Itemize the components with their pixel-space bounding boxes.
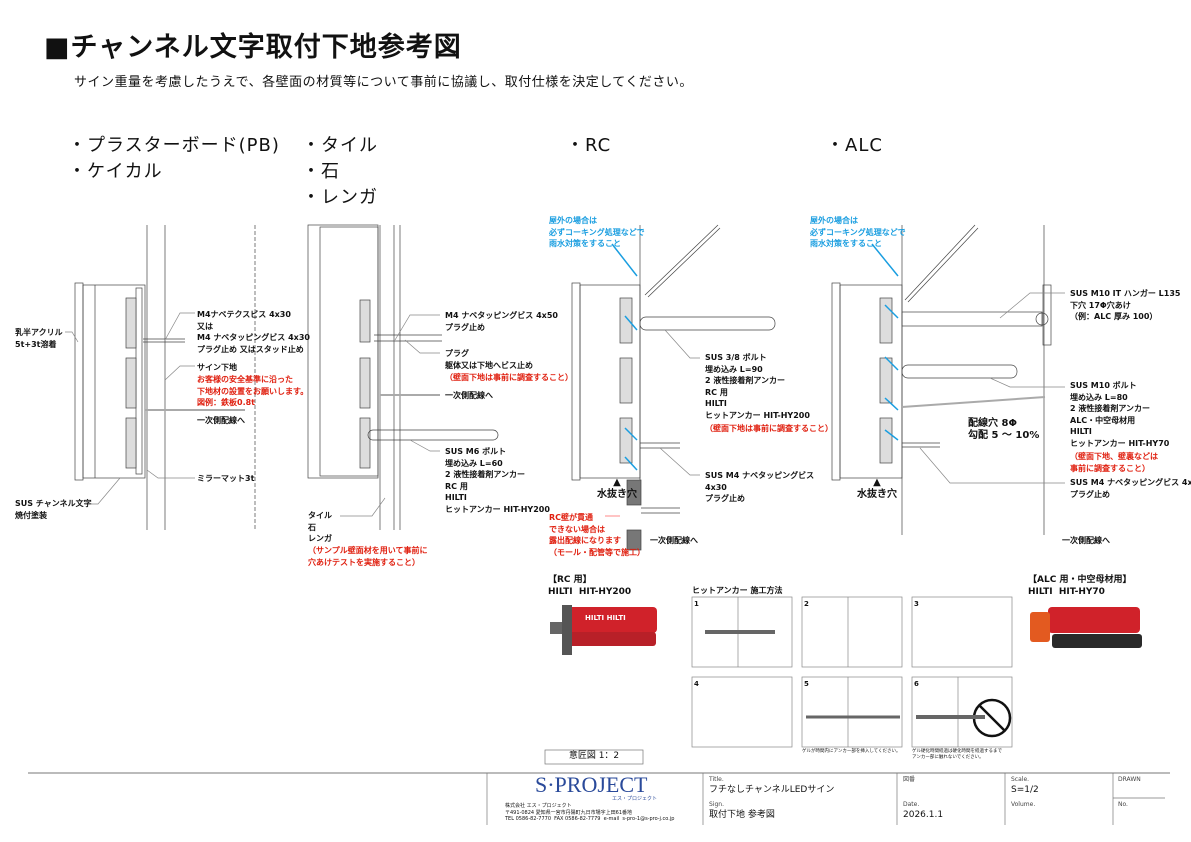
scale-box-label: 意匠図 1：2 bbox=[568, 751, 620, 761]
rc-bolt-note: （壁面下地は事前に調査すること） bbox=[705, 424, 833, 433]
base-note: お客様の安全基準に沿った 下地材の設置をお願いします。 図例：鉄板0.8t bbox=[197, 375, 309, 407]
category-pb: ・プラスターボード(PB) bbox=[68, 135, 280, 156]
hy200-product-image bbox=[550, 605, 657, 655]
mirror-mat-label: ミラーマット3t bbox=[197, 474, 255, 483]
pb-section-drawing bbox=[65, 225, 256, 530]
sign-label: Sign. bbox=[709, 801, 724, 808]
date-value: 2026.1.1 bbox=[903, 810, 944, 820]
category-rc: ・RC bbox=[566, 135, 612, 156]
pb-wiring-label: 一次側配線へ bbox=[197, 416, 245, 425]
wiring-hole-label: 配線穴 8Φ 勾配 5 ～ 10% bbox=[968, 418, 1040, 441]
method-title: ヒットアンカー 施工方法 bbox=[692, 586, 783, 595]
step-5-caption: ゲルが時間内にアンカー部を挿入してください。 bbox=[802, 749, 901, 754]
scale-label: Scale. bbox=[1011, 776, 1030, 783]
no-label: No. bbox=[1118, 801, 1128, 808]
hilti-brand-text: HILTI HILTI bbox=[585, 614, 626, 622]
tile-bolt-label: SUS M6 ボルト 埋め込み L=60 2 液性接着剤アンカー RC 用 HI… bbox=[445, 447, 550, 514]
rc-section-drawing bbox=[571, 224, 776, 551]
tile-material-label: タイル 石 レンガ bbox=[308, 511, 332, 543]
title-label: Title. bbox=[709, 776, 724, 783]
step-6: 6 bbox=[914, 680, 919, 688]
alc-section-drawing bbox=[831, 224, 1065, 535]
step-3: 3 bbox=[914, 600, 919, 608]
category-alc: ・ALC bbox=[826, 135, 883, 156]
step-2: 2 bbox=[804, 600, 809, 608]
drawn-label: DRAWN bbox=[1118, 776, 1141, 783]
category-brick: ・レンガ bbox=[302, 187, 378, 208]
scale-value: S=1/2 bbox=[1011, 785, 1039, 795]
rc-wall-note: RC壁が貫通 できない場合は 露出配線になります （モール・配管等で施工） bbox=[549, 513, 645, 557]
tile-material-note: （サンプル壁面材を用いて事前に 穴あけテストを実施すること） bbox=[308, 546, 428, 567]
rc-product-label: 【RC 用】 HILTI HIT-HY200 bbox=[548, 575, 632, 597]
tile-section-drawing bbox=[307, 224, 499, 530]
page-subtitle: サイン重量を考慮したうえで、各壁面の材質等について事前に協議し、取付仕様を決定し… bbox=[74, 75, 693, 90]
sign-value: 取付下地 参考図 bbox=[709, 810, 775, 820]
rc-drain-label: ▲ 水抜き穴 bbox=[597, 477, 637, 500]
alc-drain-label: ▲ 水抜き穴 bbox=[857, 477, 897, 500]
title-block bbox=[28, 749, 1170, 825]
drawing-title: フチなしチャンネルLEDサイン bbox=[709, 785, 835, 795]
alc-bolt-note: （壁面下地、壁裏などは 事前に調査すること） bbox=[1070, 452, 1158, 473]
date-label: Date. bbox=[903, 801, 920, 808]
company-address: 株式会社 エス・プロジェクト 〒491-0824 愛知県一宮市丹陽町九日市場字上… bbox=[505, 803, 675, 822]
pb-screw-label: M4ナベテクスビス 4x30 又は M4 ナベタッピングビス 4x30 プラグ止… bbox=[197, 310, 310, 354]
step-5: 5 bbox=[804, 680, 809, 688]
rc-outdoor-note: 屋外の場合は 必ずコーキング処理などで 雨水対策をすること bbox=[549, 216, 645, 248]
alc-product-label: 【ALC 用・中空母材用】 HILTI HIT-HY70 bbox=[1028, 575, 1132, 597]
step-4: 4 bbox=[694, 680, 699, 688]
tile-wiring-label: 一次側配線へ bbox=[445, 391, 493, 400]
alc-wiring-label: 一次側配線へ bbox=[1062, 536, 1110, 545]
acrylic-label: 乳半アクリル 5t+3t溶着 bbox=[15, 328, 63, 349]
installation-steps bbox=[691, 596, 1013, 748]
base-label: サイン下地 bbox=[197, 363, 237, 372]
plug-note: （壁面下地は事前に調査すること） bbox=[445, 373, 573, 382]
alc-screw-label: SUS M4 ナベタッピングビス 4x30 プラグ止め bbox=[1070, 478, 1191, 499]
company-logo: S·PROJECT bbox=[535, 772, 648, 797]
hy70-product-image bbox=[1030, 607, 1142, 648]
channel-letter-label: SUS チャンネル文字 焼付塗装 bbox=[15, 499, 92, 520]
page-title: ■チャンネル文字取付下地参考図 bbox=[44, 32, 462, 63]
drawing-number-label: 図番 bbox=[903, 776, 916, 783]
step-6-caption: ゲル硬化時間経過は硬化時間を経過するまで アンカー部に触れないでください。 bbox=[912, 749, 1002, 760]
rc-screw-label: SUS M4 ナベタッピングビス 4x30 プラグ止め bbox=[705, 471, 815, 503]
company-logo-kana: エス・プロジェクト bbox=[612, 796, 658, 802]
alc-outdoor-note: 屋外の場合は 必ずコーキング処理などで 雨水対策をすること bbox=[810, 216, 906, 248]
rc-bolt-label: SUS 3/8 ボルト 埋め込み L=90 2 液性接着剤アンカー RC 用 H… bbox=[705, 353, 810, 420]
category-stone: ・石 bbox=[302, 161, 340, 182]
plug-label: プラグ 躯体又は下地へビス止め bbox=[445, 349, 533, 370]
volume-label: Volume. bbox=[1011, 801, 1036, 808]
tile-screw-label: M4 ナベタッピングビス 4x50 プラグ止め bbox=[445, 311, 558, 332]
alc-hanger-label: SUS M10 IT ハンガー L135 下穴 17Φ穴あけ （例：ALC 厚み… bbox=[1070, 289, 1181, 321]
alc-bolt-label: SUS M10 ボルト 埋め込み L=80 2 液性接着剤アンカー ALC・中空… bbox=[1070, 381, 1170, 448]
category-tile: ・タイル bbox=[302, 135, 378, 156]
category-keical: ・ケイカル bbox=[68, 161, 163, 182]
rc-wiring-label: 一次側配線へ bbox=[650, 536, 698, 545]
step-1: 1 bbox=[694, 600, 699, 608]
